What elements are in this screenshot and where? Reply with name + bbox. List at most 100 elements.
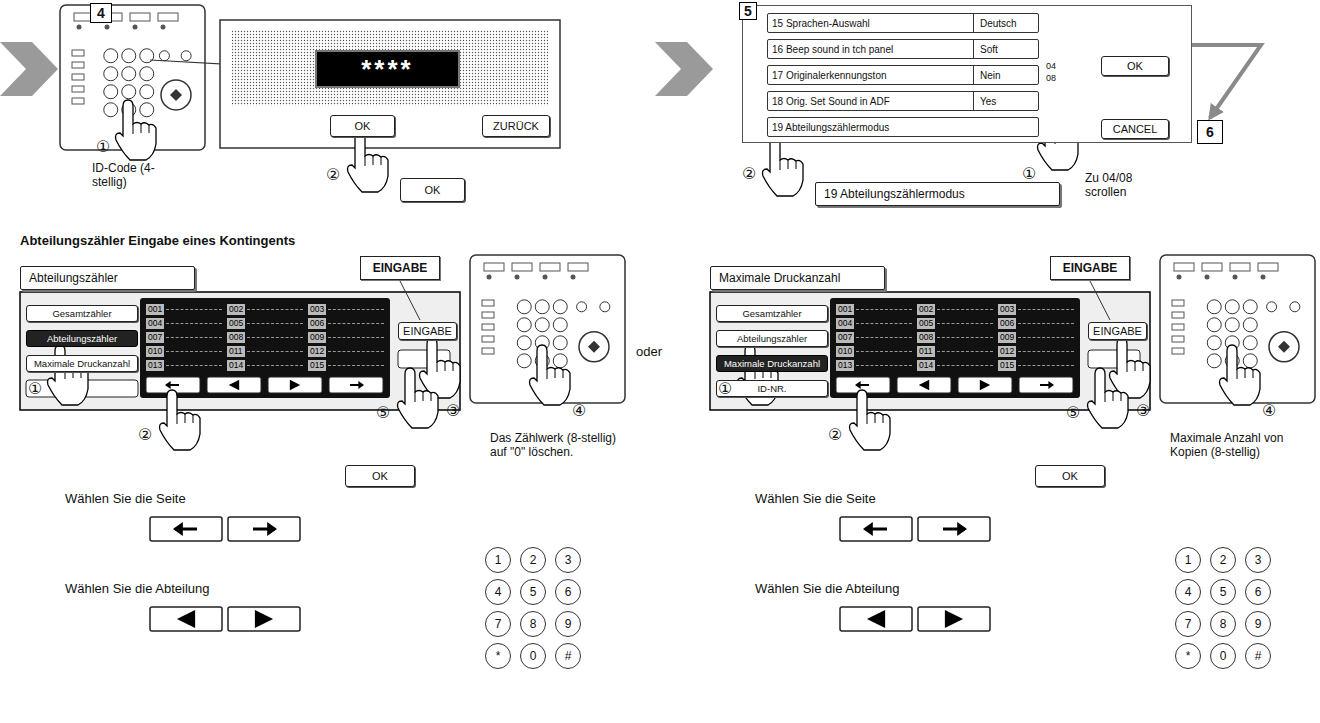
- screen-title: Abteilungszähler: [20, 266, 195, 290]
- keypad-key: 4: [485, 579, 511, 605]
- keypad-key: #: [555, 643, 581, 669]
- node-text: Maximale Druckanzahl: [34, 358, 130, 369]
- number-key: [104, 49, 118, 63]
- node-text: 1: [495, 553, 502, 567]
- hand-creases: [547, 369, 563, 379]
- number-key: [1207, 336, 1221, 350]
- node-text: 16 Beep sound in tch panel: [772, 44, 893, 55]
- number-key: [517, 318, 531, 332]
- side-key: [1172, 348, 1184, 354]
- counter-cell: 002: [227, 303, 303, 315]
- callout-number: ④: [1262, 402, 1276, 420]
- node-text: 010: [146, 346, 164, 357]
- side-key: [482, 300, 494, 306]
- start-key: [161, 80, 191, 110]
- counter-cell: 005: [917, 317, 993, 329]
- node-text: 0: [1220, 649, 1227, 663]
- node-text: OK: [1062, 470, 1078, 482]
- callout-number: ①: [718, 380, 732, 398]
- number-key: [535, 300, 549, 314]
- node-text: 4: [97, 5, 105, 21]
- counter-cell: 013: [146, 359, 222, 371]
- status-icon: [1258, 263, 1278, 271]
- node-text: Yes: [973, 92, 1038, 110]
- status-icon: [484, 263, 504, 271]
- node-text: 7: [495, 617, 502, 631]
- note-text: Wählen Sie die Abteilung: [65, 582, 210, 597]
- nav-triangle: [177, 610, 195, 628]
- side-key: [482, 348, 494, 354]
- pointing-hand: [850, 390, 891, 450]
- cancel-button: CANCEL: [1101, 119, 1169, 139]
- node-text: 008: [227, 332, 245, 343]
- touch-screen: [710, 292, 1150, 410]
- node-text: OK: [1127, 60, 1143, 72]
- note-text: 08: [1046, 73, 1056, 83]
- node-text: 002: [917, 304, 935, 315]
- counter-cell: 009: [998, 331, 1074, 343]
- nav-button: [150, 607, 222, 631]
- menu-button: Abteilungszähler: [716, 330, 828, 347]
- counter-cell: 007: [836, 331, 912, 343]
- node-text: 6: [1206, 124, 1214, 140]
- nav-button: [1019, 377, 1073, 393]
- reset-key: [1290, 302, 1300, 312]
- hand-creases: [365, 156, 381, 166]
- callout-number: ②: [138, 426, 152, 444]
- keypad-key: 6: [555, 579, 581, 605]
- display-panel: [220, 20, 560, 148]
- number-key: [140, 103, 154, 117]
- counter-cell: 006: [998, 317, 1074, 329]
- node-text: OK: [355, 120, 371, 132]
- node-text: Maximale Druckanzahl: [724, 358, 820, 369]
- nav-arrowhead: [358, 381, 364, 389]
- node-text: EINGABE: [1063, 261, 1118, 275]
- start-symbol: [1278, 341, 1290, 353]
- status-led: [105, 25, 110, 30]
- note-text: Das Zählwerk (8-stellig) auf "0" löschen…: [490, 432, 625, 460]
- note-text: 04: [1046, 61, 1056, 71]
- hand-creases: [1237, 369, 1253, 379]
- note-text: Wählen Sie die Abteilung: [755, 582, 900, 597]
- keypad-key: 2: [520, 547, 546, 573]
- node-text: Nein: [973, 66, 1038, 84]
- node-text: 012: [308, 346, 326, 357]
- callout-number: ③: [1136, 402, 1150, 420]
- callout-number: ④: [572, 402, 586, 420]
- counter-cell: 011: [917, 345, 993, 357]
- node-text: 5: [739, 2, 757, 20]
- node-text: 009: [308, 332, 326, 343]
- side-key: [482, 324, 494, 330]
- node-text: 2: [1220, 553, 1227, 567]
- keypad-key: 3: [555, 547, 581, 573]
- flow-arrow: [1192, 45, 1261, 118]
- status-icon: [540, 263, 560, 271]
- number-key: [122, 85, 136, 99]
- start-symbol: [170, 89, 182, 101]
- status-led: [571, 275, 576, 280]
- ok-button: OK: [1035, 465, 1105, 487]
- reset-key: [600, 302, 610, 312]
- hand-outline: [530, 345, 571, 405]
- number-key: [122, 67, 136, 81]
- hand-creases: [177, 414, 193, 424]
- counter-cell: 008: [227, 331, 303, 343]
- note-text: Wählen Sie die Seite: [65, 492, 186, 507]
- node-text: 004: [146, 318, 164, 329]
- node-text: 004: [836, 318, 854, 329]
- node-text: 6: [1255, 585, 1262, 599]
- counter-cell: 003: [998, 303, 1074, 315]
- number-key: [1207, 354, 1221, 368]
- node-text: 4: [495, 585, 502, 599]
- side-key: [1172, 324, 1184, 330]
- counter-grid: [830, 298, 1080, 398]
- counter-cell: 010: [836, 345, 912, 357]
- status-led: [1261, 275, 1266, 280]
- keypad-key: *: [485, 643, 511, 669]
- node-text: 18 Orig. Set Sound in ADF: [772, 96, 890, 107]
- side-key: [72, 62, 84, 68]
- leader-line: [400, 281, 420, 320]
- keypad-key: 8: [520, 611, 546, 637]
- callout-number: ①: [1022, 165, 1036, 183]
- clear-key: [159, 51, 169, 61]
